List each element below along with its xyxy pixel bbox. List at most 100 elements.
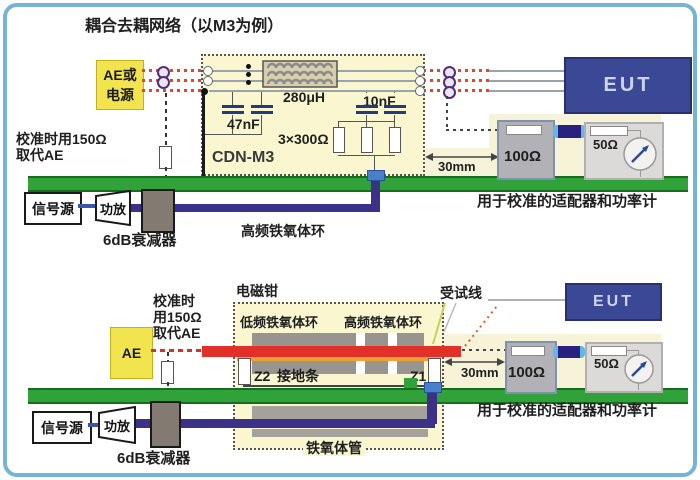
- dotted-line: [462, 349, 505, 351]
- dotted-line: [142, 79, 202, 82]
- meter-wire: [625, 350, 639, 351]
- resistor-100-top: [506, 125, 542, 135]
- rf-link: [88, 423, 100, 427]
- eut-label-top: EUT: [603, 74, 653, 96]
- z1-resistor: [428, 358, 441, 385]
- coil-dot-3: [246, 80, 251, 85]
- calibration-branch: [167, 382, 169, 389]
- inductance-label: 280μH: [283, 89, 326, 105]
- top-title: 耦合去耦网络（以M3为例）: [85, 18, 284, 35]
- coax-cable-bottom-riser: [427, 390, 437, 424]
- dotted-line: [423, 79, 489, 82]
- coax-connector: [367, 170, 385, 181]
- signal-source-box-top: 信号源: [24, 192, 82, 225]
- resistor-50-top: [590, 126, 628, 136]
- r100-label-bottom: 100Ω: [508, 364, 546, 381]
- cdn-wire-stub: [394, 115, 395, 127]
- capacitor-10nf-1: [356, 105, 378, 115]
- coax-cable-bottom: [133, 419, 435, 428]
- ae-power-line2: 电源: [105, 87, 134, 103]
- resistor-100-bottom: [511, 346, 545, 356]
- z2-resistor: [238, 358, 251, 385]
- ground-stub: [404, 378, 417, 390]
- calibration-note-bottom: 校准时 用150Ω 取代AE: [153, 293, 202, 341]
- power-meter-gauge-icon: [624, 354, 654, 384]
- gap-label-top: 30mm: [438, 159, 476, 174]
- ground-strap: [237, 357, 441, 361]
- cdn-ground-line: [202, 91, 205, 178]
- wire-under-test: [202, 346, 461, 357]
- lf-ring-label: 低频铁氧体环: [240, 315, 319, 330]
- calib-top-l2: 取代AE: [16, 147, 64, 164]
- cap-left-label: 47nF: [227, 116, 260, 132]
- amp-shape-icon: [95, 190, 131, 226]
- ground-strip-line: [243, 385, 435, 387]
- ae-box-bottom: AE: [110, 327, 153, 379]
- coax-cable-top: [126, 204, 380, 212]
- power-amp-label-top: 功放: [99, 201, 126, 217]
- resistor-300-1: [333, 127, 345, 153]
- capacitor-47nf-1: [222, 105, 244, 115]
- connector-plug-icon: [157, 76, 170, 89]
- cdn-terminal: [415, 86, 425, 96]
- ferrite-tube-top: [252, 406, 428, 419]
- eut-lead: [489, 70, 564, 72]
- cdn-wire-stub: [232, 115, 233, 135]
- signal-source-label-bottom: 信号源: [41, 419, 83, 436]
- cdn-wire-stub: [232, 92, 233, 105]
- resistor-150-bottom: [161, 361, 174, 384]
- calib-bot-l1: 校准时: [153, 293, 195, 309]
- coax-jumper-bottom: [553, 346, 585, 358]
- cdn-wire-stub: [261, 92, 262, 105]
- dimension-arrow-bottom: [444, 358, 505, 366]
- cdn-terminal: [203, 76, 213, 86]
- signal-source-label-top: 信号源: [32, 200, 74, 217]
- ground-plane-top: [28, 176, 688, 192]
- eut-box-top: EUT: [564, 57, 692, 114]
- calibration-note-top: 校准时用150Ω 取代AE: [16, 131, 107, 163]
- ae-power-box: AE或 电源: [96, 60, 144, 110]
- dotted-line: [423, 89, 489, 92]
- dimension-arrow-top: [425, 153, 499, 161]
- calib-bot-l3: 取代AE: [153, 325, 201, 342]
- cdn-wire-stub: [366, 115, 367, 127]
- ferrite-ring-label-top: 高频铁氧体环: [241, 223, 325, 239]
- r50-label-top: 50Ω: [593, 137, 618, 152]
- resistors-label: 3×300Ω: [278, 131, 329, 147]
- dotted-line: [446, 96, 448, 129]
- cdn-wire-stub: [261, 115, 262, 135]
- ferrite-gap: [388, 333, 397, 346]
- power-amp-bottom: 功放: [98, 406, 136, 444]
- attenuator-label-bottom: 6dB衰减器: [117, 450, 191, 467]
- caption-bottom: 用于校准的适配器和功率计: [477, 402, 658, 419]
- caption-top: 用于校准的适配器和功率计: [477, 193, 658, 210]
- dotted-line: [446, 129, 498, 131]
- resistor-300-2: [361, 127, 373, 153]
- cdn-terminal: [203, 66, 213, 76]
- gap-label-bottom: 30mm: [461, 365, 499, 380]
- resistor-300-3: [389, 127, 401, 153]
- amp-shape-icon: [98, 406, 136, 444]
- cdn-wire-stub: [205, 134, 262, 135]
- capacitor-10nf-2: [384, 105, 406, 115]
- connector-plug-icon: [443, 86, 456, 99]
- hf-ring-label: 高频铁氧体环: [344, 315, 423, 330]
- ferrite-gap: [388, 361, 397, 374]
- wire-under-test-label: 受试线: [440, 285, 482, 301]
- power-amp-top: 功放: [95, 190, 131, 226]
- capacitor-47nf-2: [251, 105, 273, 115]
- cdn-wire-stub: [338, 121, 339, 127]
- ferrite-tube-label: 铁氧体管: [303, 440, 365, 457]
- attenuator-label-top: 6dB衰减器: [103, 232, 177, 249]
- ae-power-line1: AE或: [103, 67, 137, 83]
- ae-label-bottom: AE: [121, 345, 142, 361]
- dotted-line: [423, 69, 489, 72]
- cdn-terminal: [415, 76, 425, 86]
- r50-label-bottom: 50Ω: [594, 356, 619, 371]
- ferrite-gap: [356, 333, 365, 346]
- ground-strip-label: 接地条: [277, 368, 319, 384]
- calibration-branch: [165, 93, 167, 146]
- inductor-coil-icon: [262, 60, 338, 88]
- ferrite-bottom-bar: [252, 361, 424, 374]
